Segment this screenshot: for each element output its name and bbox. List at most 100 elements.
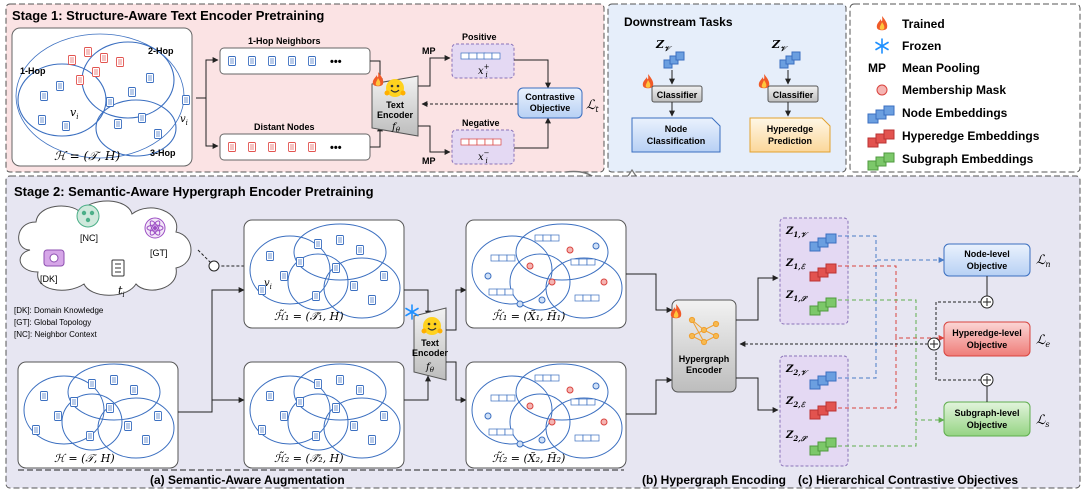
membership-mask-icon [876,84,888,96]
z2-sub-link [838,420,917,447]
z2-node-link [838,260,877,379]
encoded-graph-2: ℋ̃₂ = (X̃₂, H̃₂) [465,361,627,469]
global-topology-icon [144,217,166,239]
note-dk: [DK]: Domain Knowledge [14,306,104,315]
hyperedge-level-objective-box [943,321,1031,357]
svg-text:Text: Text [421,338,439,348]
mp-key: MP [868,61,886,75]
svg-text:Objective: Objective [530,103,571,113]
svg-text:Hyperedge-level: Hyperedge-level [952,328,1022,338]
svg-text:Classifier: Classifier [657,90,698,100]
mp-pos-label: MP [422,46,436,56]
stage1-title: Stage 1: Structure-Aware Text Encoder Pr… [12,8,324,23]
ti-label: ti [118,284,125,299]
svg-text:Classifier: Classifier [773,90,814,100]
augmented-graph-1: vi ℋ̃₁ = (𝒯̃₁, H) [243,219,405,329]
z2v-label: Z2,𝒱 [785,364,810,377]
svg-text:Classification: Classification [647,136,706,146]
classifier1-box [651,85,703,103]
z2-edge-link [838,338,897,409]
text-doc-icon [111,259,125,277]
h1-aug-label: ℋ̃₁ = (𝒯̃₁, H) [274,309,344,323]
svg-text:Encoder: Encoder [377,110,414,120]
graph-definition: ℋ = (𝒯, H) [54,149,121,163]
svg-text:Objective: Objective [967,340,1008,350]
distant-ellipsis: ••• [330,142,342,154]
svg-text:Hyperedge Embeddings: Hyperedge Embeddings [902,129,1040,143]
svg-text:Mean Pooling: Mean Pooling [902,61,980,75]
original-graph-label: ℋ = (𝒯, H) [54,452,115,465]
neighbors-ellipsis: ••• [330,56,342,68]
hop-graph: 1-Hop 2-Hop 3-Hop vi ℋ = (𝒯, H) [11,27,193,167]
z-right: Z𝒱 [771,38,789,53]
svg-text:Encoder: Encoder [686,365,723,375]
svg-text:Node Embeddings: Node Embeddings [902,106,1008,120]
svg-text:Text: Text [386,100,404,110]
h2-enc-label: ℋ̃₂ = (X̃₂, H̃₂) [492,451,565,465]
contrastive-objective-box [517,87,583,119]
svg-text:Hypergraph: Hypergraph [679,354,730,364]
positive-label: Positive [462,32,497,42]
z1e-label: Z1,ℰ [785,258,806,271]
z2s-label: Z2,𝒮 [785,430,809,443]
sum-node-top [980,295,994,309]
caption-b: (b) Hypergraph Encoding [642,473,786,487]
classifier2-box [767,85,819,103]
subgraph-embedding-icon [867,152,895,171]
loss-n: ℒn [1036,253,1051,269]
caption-c: (c) Hierarchical Contrastive Objectives [798,473,1018,487]
domain-knowledge-icon [43,249,65,267]
h2-aug-label: ℋ̃₂ = (𝒯̃₂, H) [274,451,344,465]
distant-title: Distant Nodes [254,122,315,132]
note-nc: [NC]: Neighbor Context [14,330,97,339]
nc-tag: [NC] [80,233,98,243]
gt-tag: [GT] [150,248,168,258]
xneg-label: x−i [478,149,490,165]
z2-sub-emb [809,437,837,456]
svg-text:Hyperedge: Hyperedge [767,124,814,134]
downstream-title: Downstream Tasks [624,15,733,29]
knowledge-cloud: [NC] [GT] [DK] ti [18,200,192,299]
xpos-label: x+i [478,63,490,79]
target-node-label: vi [180,114,188,127]
negative-label: Negative [462,118,500,128]
svg-text:Frozen: Frozen [902,39,941,53]
network-icon [688,316,720,346]
downstream-edge-branch: Z𝒱 Classifier Hyperedge Prediction [749,38,831,153]
neighbors-title: 1-Hop Neighbors [248,36,321,46]
dk-tag: [DK] [40,274,58,284]
z1-sub-emb [809,297,837,316]
vi-stage2: vi [264,278,272,291]
downstream-node-branch: Z𝒱 Classifier Node Classification [631,38,721,153]
legend: Trained Frozen MP Mean Pooling Membershi… [867,16,1040,171]
node-emb-stack-right [779,51,801,69]
note-gt: [GT]: Global Topology [14,318,91,327]
z1-sub-link [838,299,945,423]
node-classification-box [631,117,721,153]
svg-text:Encoder: Encoder [412,348,449,358]
z2e-label: Z2,ℰ [785,396,806,409]
mp-neg-label: MP [422,156,436,166]
vi-label: vi [70,106,78,121]
h1-enc-label: ℋ̃₁ = (X̃₁, H̃₁) [492,309,565,323]
svg-text:Objective: Objective [967,420,1008,430]
z1v-label: Z1,𝒱 [785,226,810,239]
z1-node-link [838,235,945,263]
z-left: Z𝒱 [655,38,673,53]
svg-text:Node: Node [665,124,688,134]
node-embedding-icon [867,105,895,124]
target-node [182,95,190,105]
encoder-f: fθ [391,122,401,134]
text-encoder-stage1: Text Encoder fθ [371,72,419,137]
hop3-label: 3-Hop [150,148,176,158]
hyperedge-embedding-icon [867,129,895,148]
text-encoder-stage2: Text Encoder fθ [405,304,449,381]
svg-text:Subgraph-level: Subgraph-level [954,408,1019,418]
z1-edge-link [838,265,945,341]
node-emb-stack-left [663,51,685,69]
hop1-label: 1-Hop [20,66,46,76]
z1s-label: Z1,𝒮 [785,290,809,303]
legend-panel [849,3,1081,173]
loss-e: ℒe [1036,333,1050,349]
